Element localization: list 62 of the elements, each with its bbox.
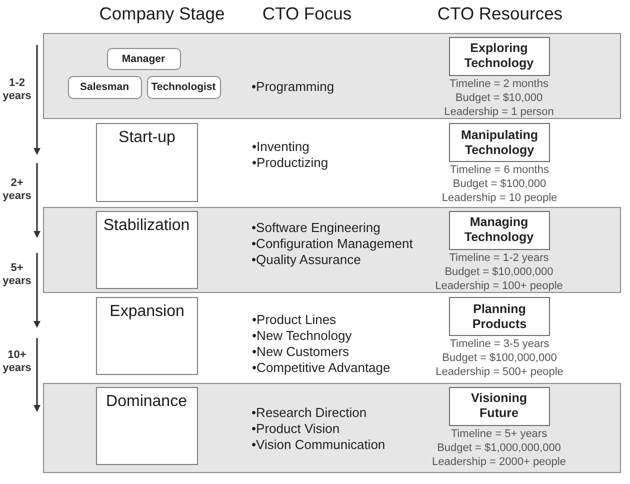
- row-band: [43, 207, 621, 293]
- stage-title: Stabilization: [103, 216, 190, 234]
- resource-detail: Timeline = 2 months: [450, 76, 548, 90]
- resource-detail: Budget = $100,000: [452, 177, 546, 191]
- column-header: CTO Resources: [437, 4, 563, 24]
- focus-item: •New Technology: [252, 328, 352, 344]
- resource-title: Planning Products: [472, 302, 527, 332]
- focus-item: •Research Direction: [252, 404, 367, 420]
- row-band: [43, 33, 621, 119]
- resource-detail: Budget = $100,000,000: [442, 351, 557, 365]
- stage-box: [96, 386, 198, 464]
- role-box: [68, 76, 142, 98]
- focus-item: •Quality Assurance: [252, 252, 361, 268]
- resource-detail: Budget = $1,000,000,000: [437, 440, 561, 454]
- role-label: Salesman: [80, 81, 130, 93]
- resource-detail: Timeline = 3-5 years: [450, 337, 550, 351]
- focus-item: •Configuration Management: [252, 236, 413, 252]
- resource-detail: Timeline = 6 months: [450, 163, 549, 177]
- focus-item: •Productizing: [252, 155, 328, 171]
- focus-item: •Programming: [252, 78, 334, 94]
- duration-label: 5+ years: [2, 262, 32, 288]
- role-label: Manager: [122, 52, 166, 64]
- stage-title: Start-up: [118, 129, 176, 147]
- resource-box: [449, 297, 550, 336]
- resource-detail: Timeline = 5+ years: [450, 426, 548, 440]
- column-header: Company Stage: [99, 4, 225, 24]
- stage-title: Expansion: [110, 303, 184, 321]
- duration-label: 1-2 years: [2, 77, 32, 103]
- role-label: Technologist: [151, 81, 216, 93]
- stage-box: [96, 297, 198, 375]
- duration-label: 10+ years: [2, 349, 32, 375]
- column-header: CTO Focus: [262, 4, 352, 24]
- resource-title: Manipulating Technology: [460, 128, 538, 158]
- resource-box: [448, 36, 550, 76]
- duration-label: 2+ years: [2, 177, 32, 203]
- resource-detail: Budget = $10,000: [455, 90, 543, 104]
- resource-title: Visioning Future: [470, 391, 528, 421]
- resource-detail: Budget = $10,000,000: [444, 264, 554, 278]
- row-band: [43, 383, 621, 473]
- resource-box: [449, 123, 550, 162]
- resource-box: [448, 386, 550, 426]
- resource-detail: Leadership = 10 people: [442, 191, 558, 205]
- role-box: [106, 48, 180, 70]
- focus-item: •Software Engineering: [252, 220, 380, 236]
- resource-detail: Leadership = 2000+ people: [432, 454, 566, 468]
- role-box: [146, 76, 220, 98]
- focus-item: •Vision Communication: [252, 436, 386, 452]
- resource-detail: Leadership = 500+ people: [436, 365, 564, 379]
- resource-title: Managing Technology: [464, 215, 534, 245]
- resource-detail: Leadership = 100+ people: [435, 278, 563, 292]
- focus-item: •Product Lines: [252, 312, 336, 328]
- focus-item: •New Customers: [252, 344, 350, 360]
- focus-item: •Product Vision: [252, 420, 340, 436]
- stage-title: Dominance: [106, 392, 187, 410]
- resource-title: Exploring Technology: [464, 41, 534, 71]
- resource-detail: Timeline = 1-2 years: [449, 250, 549, 264]
- stage-box: [96, 210, 198, 288]
- focus-item: •Competitive Advantage: [252, 360, 390, 376]
- stage-box: [96, 123, 198, 202]
- resource-box: [448, 210, 550, 250]
- focus-item: •Inventing: [252, 139, 310, 155]
- resource-detail: Leadership = 1 person: [444, 104, 554, 118]
